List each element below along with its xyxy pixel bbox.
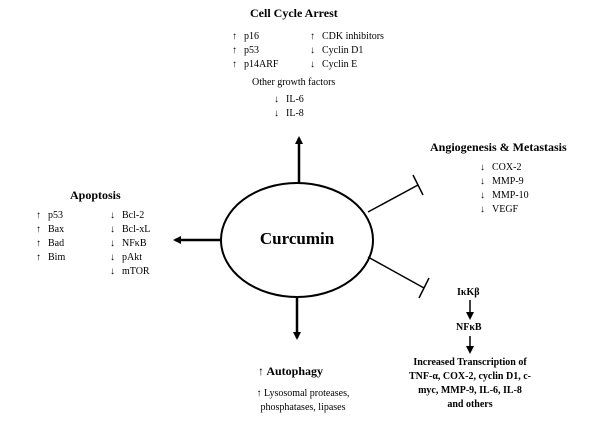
list-item: ↓mTOR (110, 266, 150, 277)
angiogenesis-list: ↓COX-2 ↓MMP-9 ↓MMP-10 ↓VEGF (480, 161, 529, 217)
transcription-line: TNF-α, COX-2, cyclin D1, c- (409, 371, 531, 382)
transcription-line: Increased Transcription of (413, 357, 527, 368)
list-item: ↓Cyclin E (310, 59, 358, 70)
growth-factors-subheading: Other growth factors (252, 77, 336, 88)
inhibit-ikkb-line (367, 256, 425, 289)
list-item: ↓IL-6 (274, 94, 304, 105)
cell-cycle-left-list: ↑p16 ↑p53 ↑p14ARF (232, 30, 278, 72)
autophagy-title: ↑ Autophagy (258, 364, 324, 378)
list-item: ↑p53 (232, 45, 259, 56)
angiogenesis-title: Angiogenesis & Metastasis (430, 140, 567, 154)
list-item: ↓MMP-10 (480, 190, 529, 201)
cell-cycle-right-list: ↑CDK inhibitors ↓Cyclin D1 ↓Cyclin E (310, 30, 384, 72)
growth-factors-list: ↓IL-6 ↓IL-8 (274, 93, 304, 121)
list-item: ↓COX-2 (480, 162, 522, 173)
list-item: ↓Bcl-2 (110, 210, 145, 221)
list-item: ↓MMP-9 (480, 176, 524, 187)
curcumin-label: Curcumin (259, 229, 335, 248)
list-item: ↑CDK inhibitors (310, 31, 384, 42)
list-item: ↑p14ARF (232, 59, 279, 70)
transcription-line: myc, MMP-9, IL-6, IL-8 (418, 385, 522, 396)
transcription-line: and others (447, 399, 493, 410)
list-item: ↓VEGF (480, 204, 519, 215)
list-item: ↑p16 (232, 31, 259, 42)
list-item: ↑p53 (36, 210, 63, 221)
list-item: ↑Bim (36, 252, 66, 263)
inhibit-angiogenesis-bar (412, 174, 424, 196)
nfkb-label: NFκB (456, 322, 482, 333)
apoptosis-left-list: ↑p53 ↑Bax ↑Bad ↑Bim (36, 209, 65, 265)
apoptosis-right-list: ↓Bcl-2 ↓Bcl-xL ↓NFκB ↓pAkt ↓mTOR (110, 209, 150, 279)
autophagy-desc-line2: phosphatases, lipases (260, 402, 346, 413)
autophagy-desc-line1: ↑ Lysosomal proteases, (256, 388, 350, 399)
ikkb-label: IκKβ (457, 287, 480, 298)
list-item: ↓pAkt (110, 252, 142, 263)
cell-cycle-title: Cell Cycle Arrest (250, 6, 338, 20)
list-item: ↓Cyclin D1 (310, 45, 364, 56)
list-item: ↓IL-8 (274, 108, 304, 119)
list-item: ↓Bcl-xL (110, 224, 151, 235)
list-item: ↑Bax (36, 224, 65, 235)
transcription-text: Increased Transcription of TNF-α, COX-2,… (395, 356, 545, 412)
list-item: ↓NFκB (110, 238, 147, 249)
apoptosis-title: Apoptosis (70, 188, 121, 202)
inhibit-ikkb-bar (418, 277, 430, 299)
inhibit-angiogenesis-line (367, 184, 419, 213)
list-item: ↑Bad (36, 238, 65, 249)
